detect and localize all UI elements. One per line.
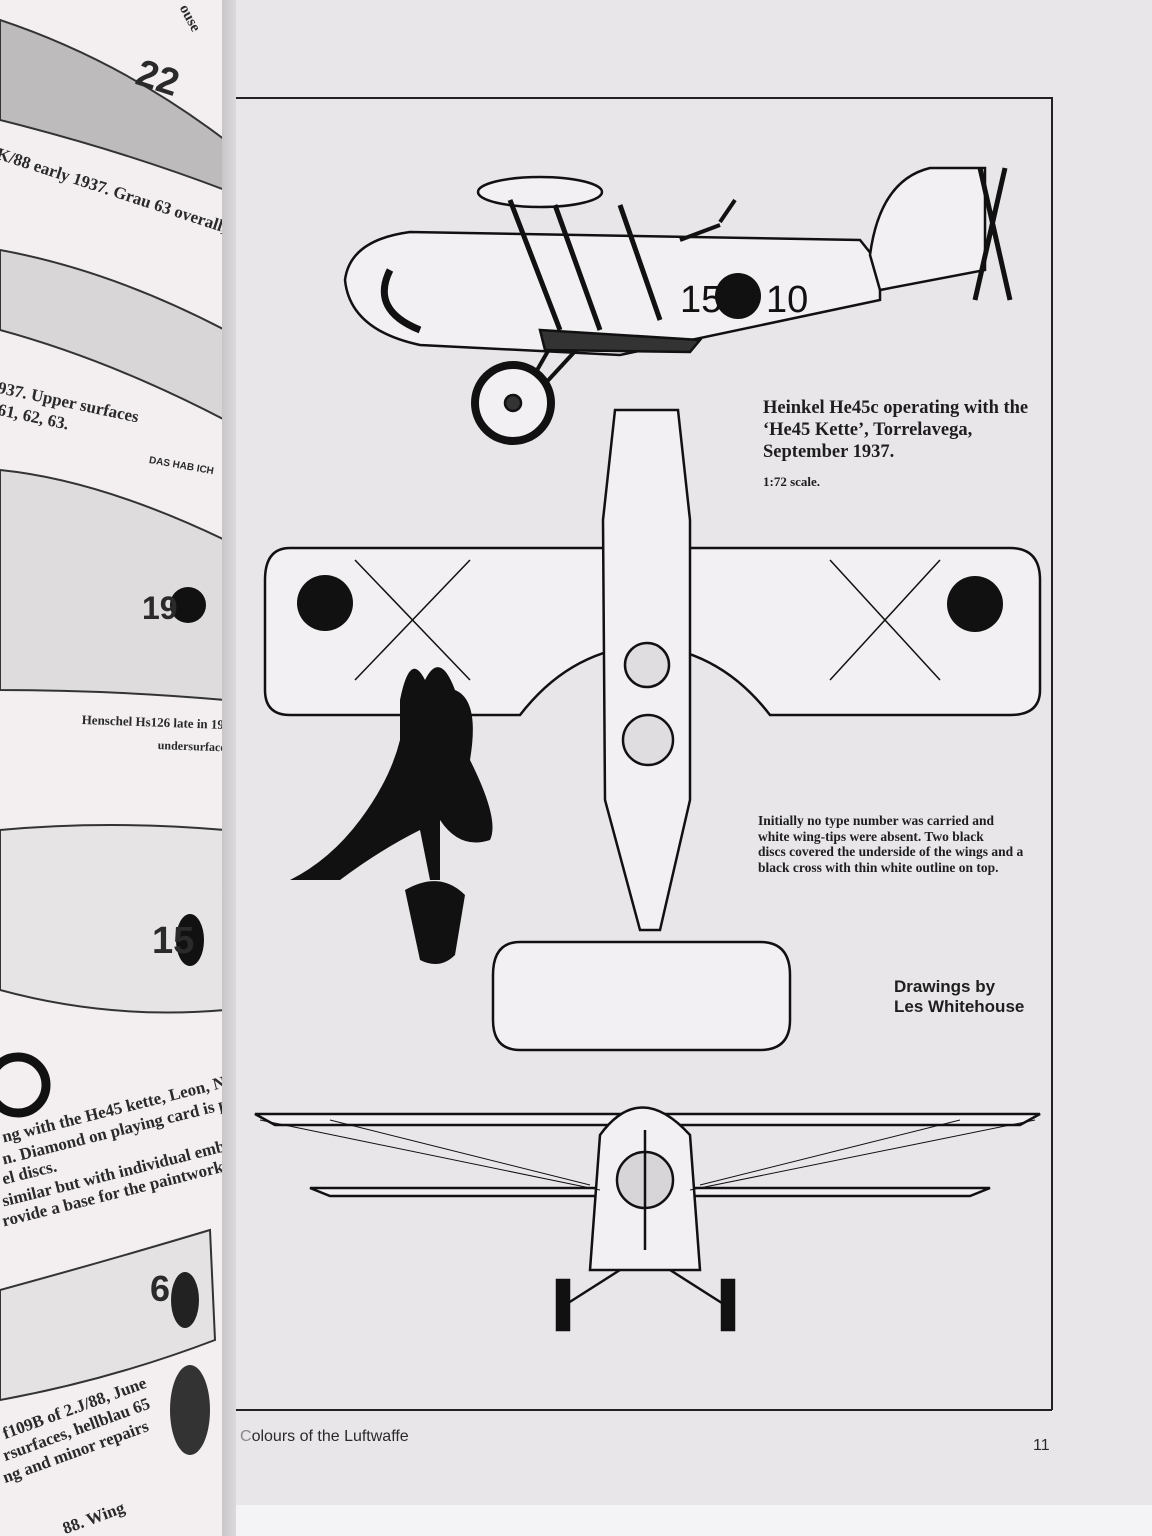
wing-cross-marking bbox=[170, 1365, 210, 1455]
running-footer-title: Colours of the Luftwaffe bbox=[240, 1428, 409, 1446]
note-line-4: black cross with thin white outline on t… bbox=[758, 859, 999, 875]
drawing-caption: Heinkel He45c operating with the ‘He45 K… bbox=[763, 397, 1028, 493]
wing-disc-right bbox=[947, 576, 1003, 632]
bf109-roundel bbox=[171, 1272, 199, 1328]
bf109-drawing bbox=[0, 1228, 217, 1402]
frame-rule-bottom bbox=[236, 1409, 1052, 1411]
fuselage-side bbox=[343, 230, 882, 357]
upper-wing-side bbox=[476, 175, 604, 209]
page-number: 11 bbox=[1033, 1437, 1050, 1454]
he45-wheel bbox=[0, 1052, 51, 1118]
tail-fin-side bbox=[868, 166, 987, 292]
footer-title-initial: C bbox=[240, 1428, 252, 1445]
stork-emblem bbox=[290, 667, 493, 964]
frame-rule-top bbox=[236, 97, 1052, 99]
drawing-credit: Drawings by Les Whitehouse bbox=[894, 977, 1024, 1017]
aircraft-code: 19 bbox=[142, 590, 178, 626]
side-view bbox=[343, 166, 1013, 445]
wing-disc-left bbox=[297, 575, 353, 631]
note-line-3: discs covered the underside of the wings… bbox=[758, 844, 1024, 859]
plan-view bbox=[263, 408, 1042, 1052]
page-bottom-edge bbox=[236, 1505, 1152, 1536]
aircraft-code: 6 bbox=[150, 1268, 171, 1309]
credit-line-2: Les Whitehouse bbox=[894, 997, 1025, 1016]
fuselage-code-left: 15 bbox=[680, 279, 722, 321]
caption-line-1: Heinkel He45c operating with the bbox=[763, 398, 1029, 418]
left-page: ouse 22 K/88 early 1937. Grau 63 overall… bbox=[0, 0, 229, 1536]
front-view bbox=[254, 1106, 1041, 1332]
aircraft-code: 15 bbox=[152, 920, 195, 962]
note-line-2: white wing-tips were absent. Two black bbox=[758, 828, 984, 844]
scale-label: 1:72 scale. bbox=[763, 474, 821, 489]
tailplane-plan bbox=[491, 940, 792, 1052]
fuselage-roundel bbox=[715, 273, 761, 319]
caption-line-3: September 1937. bbox=[763, 442, 895, 462]
caption-line-2: ‘He45 Kette’, Torrelavega, bbox=[763, 420, 973, 440]
credit-line-1: Drawings by bbox=[894, 977, 996, 996]
frame-rule-right bbox=[1051, 97, 1053, 1410]
marking-note: Initially no type number was carried and… bbox=[758, 813, 1023, 875]
fuselage-code-right: 10 bbox=[766, 279, 808, 321]
he45-roundel bbox=[176, 914, 204, 966]
footer-title-rest: olours of the Luftwaffe bbox=[251, 1428, 409, 1445]
note-line-1: Initially no type number was carried and bbox=[758, 813, 995, 828]
machine-gun bbox=[679, 198, 737, 242]
left-page-drawings bbox=[0, 18, 226, 1455]
hs126-roundel bbox=[170, 587, 206, 623]
